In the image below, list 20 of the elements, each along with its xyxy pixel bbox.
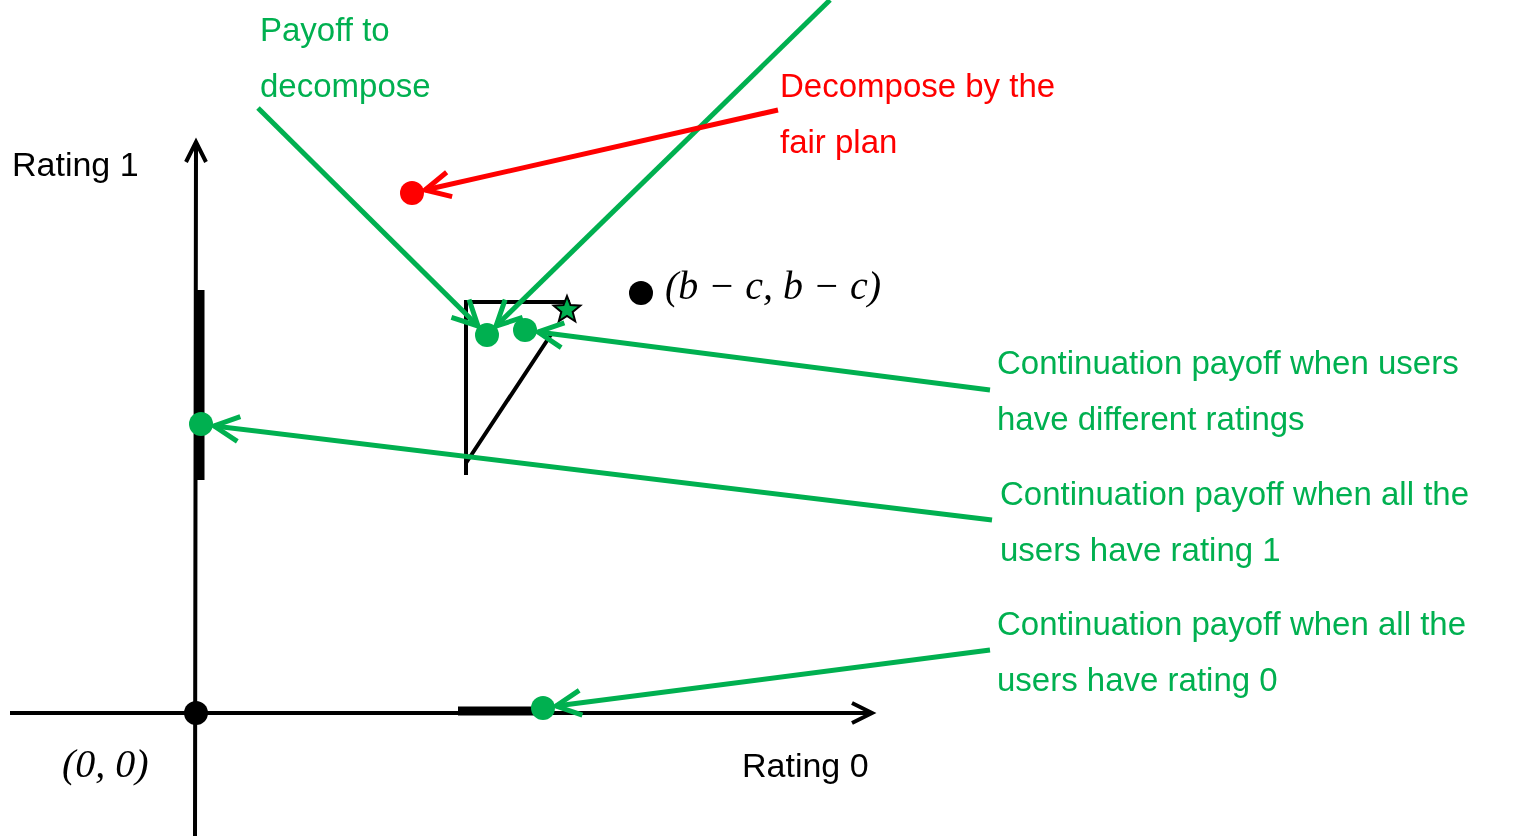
callout-text: Continuation payoff when users have different ratings [997, 335, 1527, 447]
axis-label: Rating 1 [12, 145, 139, 184]
point-label: (b − c, b − c) [665, 262, 882, 309]
leader-line [535, 320, 991, 393]
callout-text: Decompose by the fair plan [780, 58, 1100, 170]
payoff-point [189, 412, 213, 436]
arrow [493, 0, 832, 329]
point-label: (0, 0) [62, 740, 149, 787]
leader-line [553, 647, 991, 718]
payoff-point [531, 696, 555, 720]
payoff-point [400, 181, 424, 205]
callout-text: Payoff to decompose [260, 2, 500, 114]
callout-text: Continuation payoff when all the users have rating 1 [1000, 466, 1520, 578]
leader-line [422, 107, 779, 200]
callout-text: Continuation payoff when all the users have rating 0 [997, 596, 1517, 708]
leader-line [211, 414, 993, 523]
payoff-point [513, 318, 537, 342]
payoff-point [475, 323, 499, 347]
leader-line [256, 106, 481, 329]
axis-label: Rating 0 [742, 746, 869, 785]
